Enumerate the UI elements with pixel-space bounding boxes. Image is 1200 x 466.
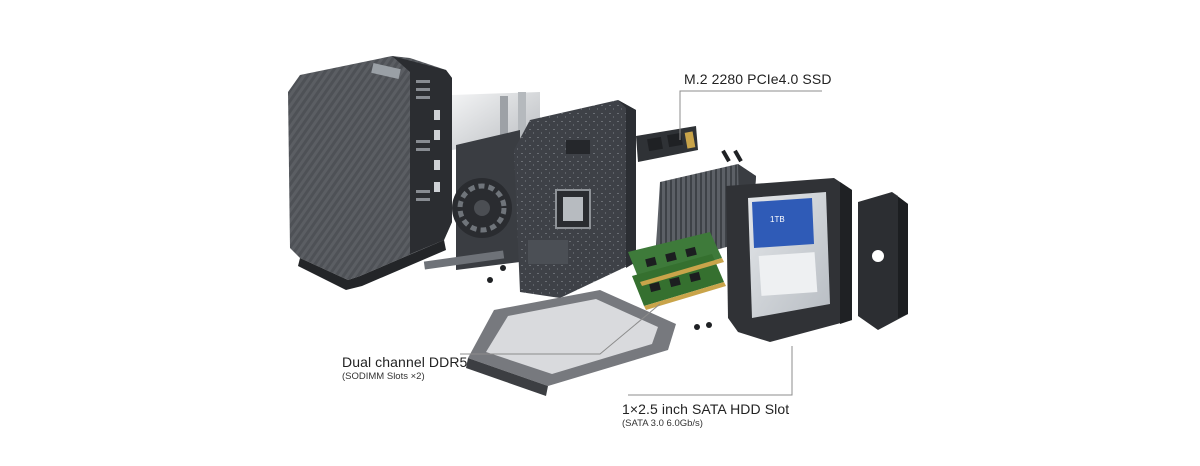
callout-hdd-subtitle: (SATA 3.0 6.0Gb/s) <box>622 418 703 429</box>
vesa-mount-bracket <box>858 192 908 330</box>
callout-ssd: M.2 2280 PCIe4.0 SSD <box>684 71 832 88</box>
hdd-leader-line <box>628 346 793 396</box>
callout-hdd-title: 1×2.5 inch SATA HDD Slot <box>622 401 790 417</box>
callout-ssd-title: M.2 2280 PCIe4.0 SSD <box>684 71 832 87</box>
hdd-capacity-label: 1TB <box>770 215 785 224</box>
callout-hdd: 1×2.5 inch SATA HDD Slot (SATA 3.0 6.0Gb… <box>622 401 789 430</box>
bottom-plate <box>466 290 676 396</box>
callout-leader-lines <box>460 90 822 396</box>
ddr5-ram-modules <box>628 232 726 310</box>
chassis-lid <box>288 56 452 290</box>
hdd-drive: 1TB <box>748 192 830 318</box>
callout-ddr-subtitle: (SODIMM Slots ×2) <box>342 371 425 382</box>
callout-ddr-title: Dual channel DDR5 <box>342 354 468 370</box>
callout-ddr: Dual channel DDR5 (SODIMM Slots ×2) <box>342 354 467 383</box>
m2-ssd <box>636 126 698 162</box>
screws <box>487 149 743 330</box>
motherboard <box>514 100 636 298</box>
ssd-leader-line <box>679 90 822 140</box>
ddr-leader-line <box>460 303 661 355</box>
